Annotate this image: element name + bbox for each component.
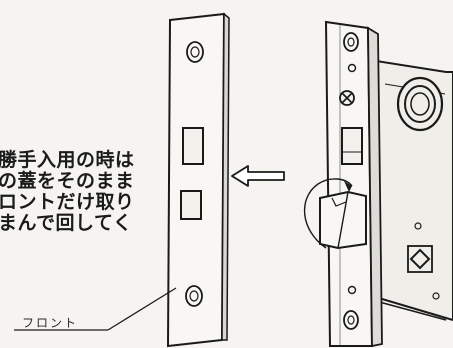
front-plate [166,12,230,348]
screw-hole-top [186,41,204,63]
spindle-hole [409,248,431,270]
deadbolt-opening [180,190,202,220]
left-arrow-icon [231,165,285,187]
front-leader-line [14,287,177,331]
caption-line: 勝手入用の時は [0,149,135,171]
screw-hole-bottom [185,285,203,307]
instruction-caption: 勝手入用の時は の蓋をそのまま ロントだけ取り まんで回してく [0,150,135,234]
lock-body [368,58,453,322]
latch-opening [182,127,204,165]
lock-faceplate [319,20,383,348]
rotate-arrow-icon [303,178,353,249]
front-label: フロント [22,316,79,330]
caption-line: まんで回してく [0,212,133,234]
caption-line: の蓋をそのまま [0,170,135,192]
caption-line: ロントだけ取り [0,191,135,213]
